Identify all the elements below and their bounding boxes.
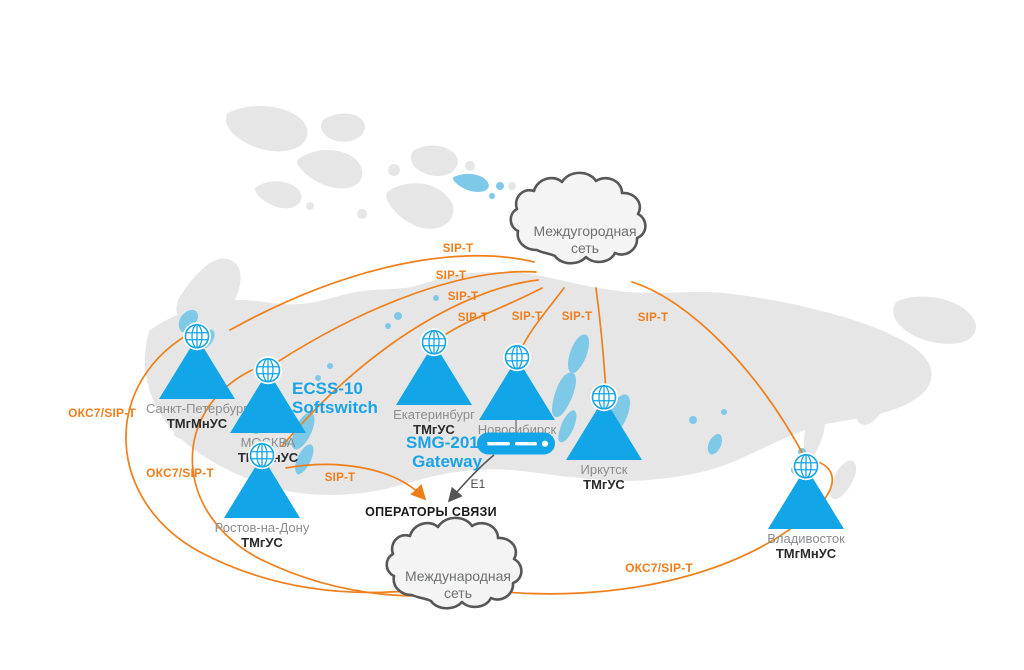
node-triangle	[230, 356, 306, 433]
node-vladivostok[interactable]: Владивосток ТМгМнУС	[711, 452, 901, 561]
link-intercity-irkutsk	[595, 287, 607, 393]
link-label-sipt-moscow: SIP-T	[435, 270, 467, 282]
link-label-sipt-rostov: SIP-T	[447, 291, 479, 303]
link-label-e1: E1	[470, 477, 486, 491]
node-ekaterinburg[interactable]: Екатеринбург ТМгУС	[339, 328, 529, 437]
node-city: Санкт-Петербург	[146, 401, 248, 416]
node-triangle	[566, 383, 642, 460]
globe-icon	[182, 321, 212, 356]
link-rostov-operators	[285, 463, 427, 501]
link-label-sipt-spb: SIP-T	[442, 243, 474, 255]
cloud-line2: сеть	[570, 240, 600, 256]
link-label-oks7-left-top: ОКС7/SIP-T	[68, 406, 136, 420]
link-oks7-outer	[125, 329, 419, 594]
cloud-intercity	[509, 171, 647, 265]
link-intercity-ekaterinburg	[437, 287, 543, 341]
node-rostov[interactable]: Ростов-на-Дону ТМгУС	[167, 441, 357, 550]
link-intercity-spb	[229, 254, 535, 331]
node-role: ТМгМнУС	[166, 416, 228, 431]
link-oks7-inner	[191, 369, 421, 597]
globe-icon	[791, 451, 821, 486]
cloud-line1: Междугородная	[533, 223, 637, 239]
cloud-label-intercity: Междугородная сеть	[533, 223, 636, 257]
callout-line1: ECSS-10	[292, 379, 363, 398]
link-intercity-moscow	[261, 270, 537, 373]
node-triangle	[768, 452, 844, 529]
node-city: Ростов-на-Дону	[214, 520, 310, 535]
node-triangle	[479, 343, 555, 420]
node-spb[interactable]: Санкт-Петербург ТМгМнУС	[102, 322, 292, 431]
link-label-sipt-operators: SIP-T	[324, 472, 356, 484]
callout-line2: Gateway	[412, 452, 483, 471]
link-label-sipt-vladivostok: SIP-T	[637, 312, 669, 324]
node-city: Владивосток	[767, 531, 845, 546]
cloud-label-international: Международная сеть	[405, 568, 511, 602]
link-gateway-operators-e1	[447, 454, 495, 503]
globe-icon	[589, 382, 619, 417]
node-irkutsk[interactable]: Иркутск ТМгУС	[509, 383, 699, 492]
cloud-line2: сеть	[443, 585, 473, 601]
operators-label: ОПЕРАТОРЫ СВЯЗИ	[365, 505, 497, 519]
globe-icon	[419, 327, 449, 362]
link-intercity-vladivostok	[631, 281, 807, 461]
globe-icon	[247, 440, 277, 475]
node-city: Екатеринбург	[393, 407, 475, 422]
node-role: ТМгУС	[413, 422, 455, 437]
link-label-sipt-irkutsk: SIP-T	[561, 311, 593, 323]
link-intercity-rostov	[281, 279, 539, 447]
callout-smg2016: SMG-2016 Gateway	[406, 433, 488, 471]
callout-line1: SMG-2016	[406, 433, 489, 452]
cloud-international	[385, 516, 523, 610]
node-role: ТМгМнУС	[775, 546, 837, 561]
node-city: Иркутск	[580, 462, 628, 477]
link-label-oks7-left-bottom: ОКС7/SIP-T	[146, 466, 214, 480]
node-novosibirsk[interactable]: Новосибирск	[422, 343, 612, 437]
node-role: ТМгУС	[583, 477, 625, 492]
node-triangle	[159, 322, 235, 399]
node-triangle	[396, 328, 472, 405]
node-role: ТМгУС	[241, 535, 283, 550]
callout-ecss10: ECSS-10 Softswitch	[292, 379, 378, 417]
link-label-sipt-novosibirsk: SIP-T	[511, 311, 543, 323]
globe-icon	[253, 355, 283, 390]
node-triangle	[224, 441, 300, 518]
cloud-line1: Международная	[404, 568, 512, 584]
callout-line2: Softswitch	[292, 398, 378, 417]
link-label-sipt-ekaterinburg: SIP-T	[457, 312, 489, 324]
link-label-oks7-bottom-right: ОКС7/SIP-T	[625, 561, 693, 575]
smg-2016-device[interactable]	[477, 432, 555, 460]
globe-icon	[502, 342, 532, 377]
